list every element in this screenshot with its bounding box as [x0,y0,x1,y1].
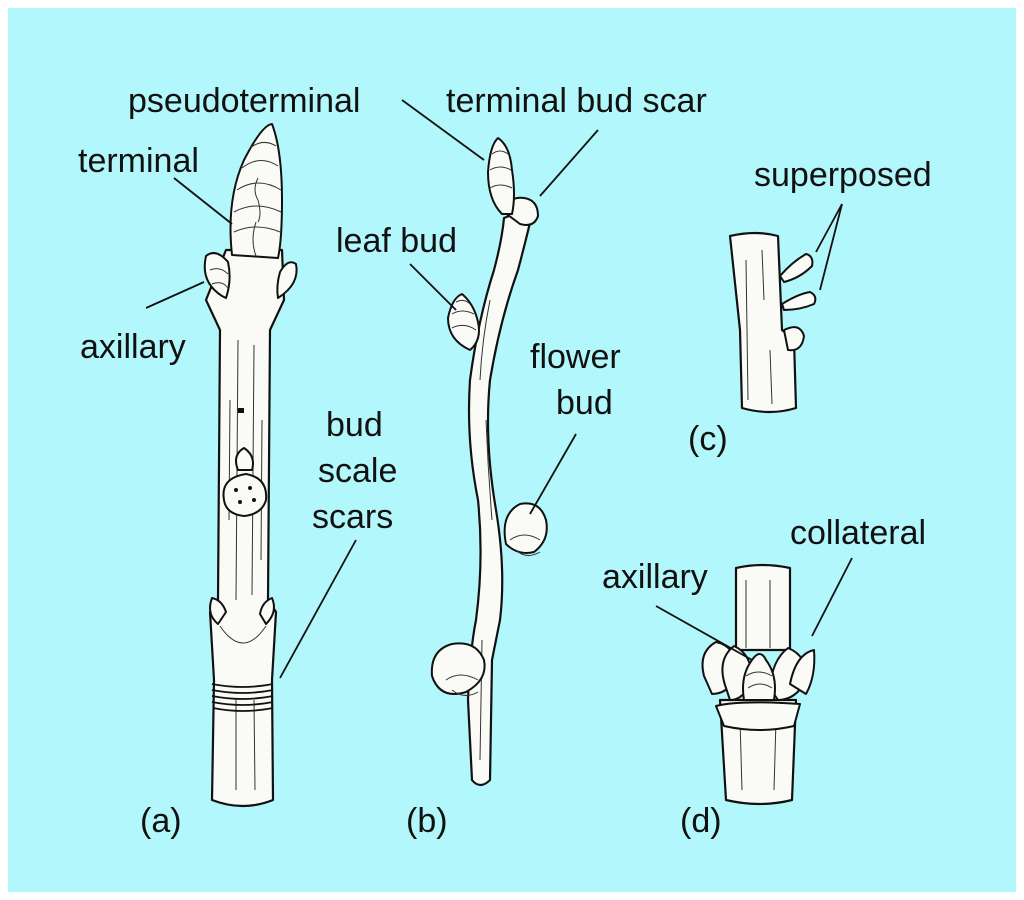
label-d: (d) [680,802,722,840]
label-flower-bud: bud [556,384,613,422]
node-buds-a [209,597,275,644]
label-bud: bud [326,406,383,444]
flower-bud-lower-b [430,642,486,696]
label-superposed: superposed [754,156,932,194]
bud-scale-scar-rings [211,683,274,712]
label-scale: scale [318,452,397,490]
label-terminal: terminal [78,142,199,180]
label-axillary-a: axillary [80,328,186,366]
leaf-bud-b [447,293,480,351]
label-terminal-bud-scar: terminal bud scar [446,82,707,120]
flower-bud-b [503,502,548,556]
label-a: (a) [140,802,182,840]
twig-c-stem [728,231,798,414]
labels: pseudoterminal terminal bud scar termina… [78,82,932,840]
label-flower: flower [530,338,621,376]
label-collateral: collateral [790,514,926,552]
label-pseudoterminal: pseudoterminal [128,82,360,120]
diagram-panel [8,8,1016,892]
label-leaf-bud: leaf bud [336,222,457,260]
pseudoterminal-bud [229,123,283,259]
twig-a-stem [204,248,286,808]
twig-d [701,563,816,806]
label-scars: scars [312,498,393,536]
twig-b [430,137,548,787]
twig-d-stem-upper [734,563,792,652]
axillary-buds-a [203,252,298,299]
leader-lines [145,99,853,679]
superposed-buds [779,253,817,352]
label-c: (c) [688,420,728,458]
label-b: (b) [406,802,448,840]
twig-c [728,231,817,414]
lateral-bud-a [222,408,268,517]
collateral-bud-cluster [701,641,816,701]
twig-b-stem [466,204,536,787]
label-axillary-d: axillary [602,558,708,596]
pseudoterminal-bud-b [487,137,515,215]
twig-a [203,123,298,808]
